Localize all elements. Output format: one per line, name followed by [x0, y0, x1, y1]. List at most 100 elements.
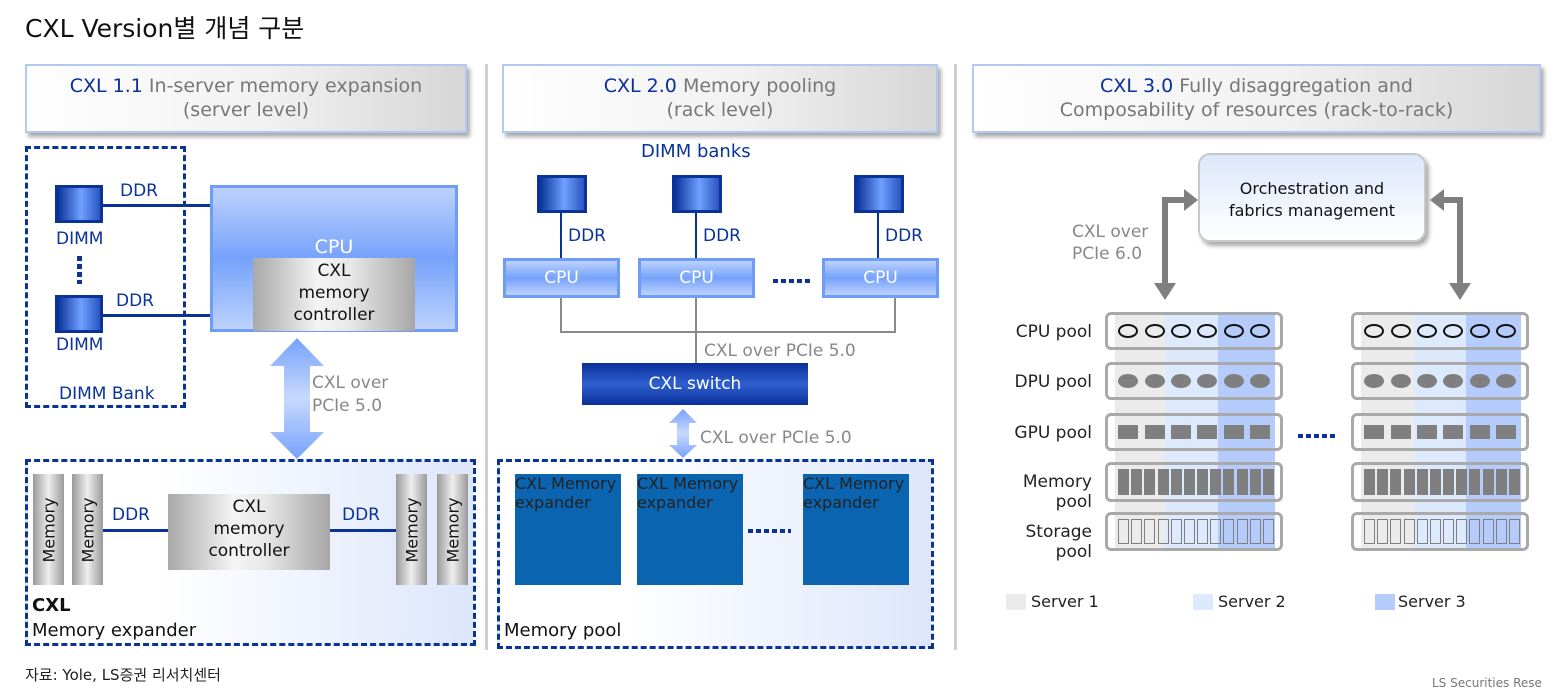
- legend-label: Server 1: [1031, 592, 1099, 611]
- gpu-unit-icon: [1495, 425, 1516, 439]
- ellipsis-dots: [773, 279, 813, 283]
- link-label: CXL over PCIe 5.0: [700, 428, 852, 448]
- ellipsis-dots: [1298, 434, 1337, 438]
- expander-label: CXL Memory expander: [637, 474, 739, 512]
- cpu-unit-icon: [1469, 324, 1490, 338]
- connector-line: [560, 331, 896, 333]
- cpu-unit-icon: [1144, 324, 1165, 338]
- expander-subtitle: Memory expander: [32, 620, 197, 641]
- gpu-unit-icon: [1118, 425, 1139, 439]
- dimm-icon: [672, 175, 722, 213]
- header-sub: Composability of resources (rack-to-rack…: [1059, 99, 1454, 121]
- pool-label: DPU pool: [1014, 372, 1092, 392]
- connector-line: [894, 298, 896, 332]
- storage-unit-icon: [1118, 519, 1130, 544]
- header-sub: (server level): [182, 99, 310, 121]
- ddr-label: DDR: [885, 226, 923, 246]
- cpu-unit-icon: [1118, 324, 1139, 338]
- panel2-header: CXL 2.0 Memory pooling (rack level): [502, 64, 938, 133]
- storage-unit-icon: [1170, 519, 1182, 544]
- dimm-banks-label: DIMM banks: [641, 141, 751, 162]
- ddr-label: DDR: [120, 181, 158, 201]
- dpu-unit-icon: [1390, 374, 1411, 388]
- memory-unit-icon: [1508, 469, 1520, 495]
- brand-footer: LS Securities Rese: [1432, 676, 1542, 690]
- storage-unit-icon: [1262, 519, 1274, 544]
- ddr-line: [103, 204, 211, 207]
- bidirectional-arrow-icon: [270, 338, 324, 459]
- storage-unit-icon: [1456, 519, 1468, 544]
- cpu-box: CPU: [503, 258, 620, 298]
- memory-pool-label: Memory pool: [504, 620, 622, 641]
- gpu-unit-icon: [1416, 425, 1437, 439]
- storage-unit-icon: [1157, 519, 1169, 544]
- pool-rack: [1105, 413, 1283, 451]
- expander-title: CXL: [32, 595, 71, 616]
- dpu-unit-icon: [1443, 374, 1464, 388]
- source-note: 자료: Yole, LS증권 리서치센터: [25, 666, 221, 684]
- gpu-unit-icon: [1364, 425, 1385, 439]
- link-label: CXL over PCIe 5.0: [704, 341, 856, 361]
- pool-rack: [1351, 312, 1529, 350]
- cxl-switch: CXL switch: [582, 363, 808, 405]
- ddr-line: [695, 212, 697, 258]
- pool-rack: [1105, 462, 1283, 502]
- ctrl-line: memory: [298, 283, 370, 303]
- cpu-label: CPU: [863, 268, 898, 288]
- memory-module: Memory: [33, 474, 64, 585]
- storage-unit-icon: [1403, 519, 1415, 544]
- connector-line: [560, 298, 562, 332]
- memory-unit-icon: [1495, 469, 1507, 495]
- memory-unit-icon: [1131, 469, 1143, 495]
- version-label: CXL 3.0: [1100, 75, 1174, 97]
- orch-line: Orchestration and: [1239, 179, 1385, 198]
- dimm-icon: [854, 175, 904, 213]
- pool-rack: [1351, 462, 1529, 502]
- legend-label: Server 3: [1398, 592, 1466, 611]
- memory-unit-icon: [1456, 469, 1468, 495]
- memory-unit-icon: [1429, 469, 1441, 495]
- memory-unit-icon: [1416, 469, 1428, 495]
- ddr-label: DDR: [703, 226, 741, 246]
- memory-unit-icon: [1390, 469, 1402, 495]
- storage-unit-icon: [1508, 519, 1520, 544]
- memory-unit-icon: [1170, 469, 1182, 495]
- expander-label: CXL Memory expander: [515, 474, 617, 512]
- cpu-label: CPU: [544, 268, 579, 288]
- cpu-box: CPU: [638, 258, 755, 298]
- cpu-box: CPU: [822, 258, 939, 298]
- header-text: Fully disaggregation and: [1179, 75, 1413, 97]
- header-text: In-server memory expansion: [148, 75, 423, 97]
- switch-label: CXL switch: [648, 374, 742, 394]
- pool-label: Memory pool: [1022, 472, 1092, 512]
- memory-unit-icon: [1262, 469, 1274, 495]
- dimm-icon: [55, 185, 103, 223]
- page-title: CXL Version별 개념 구분: [25, 14, 305, 43]
- memory-unit-icon: [1144, 469, 1156, 495]
- cpu-unit-icon: [1197, 324, 1218, 338]
- memory-module: Memory: [396, 474, 427, 585]
- ellipsis-dots: [77, 256, 82, 284]
- memory-module: Memory: [72, 474, 103, 585]
- divider: [485, 64, 488, 650]
- gpu-unit-icon: [1170, 425, 1191, 439]
- dpu-unit-icon: [1416, 374, 1437, 388]
- storage-unit-icon: [1443, 519, 1455, 544]
- cpu-unit-icon: [1249, 324, 1270, 338]
- pool-rack: [1351, 362, 1529, 400]
- dpu-unit-icon: [1249, 374, 1270, 388]
- panel3-header: CXL 3.0 Fully disaggregation and Composa…: [972, 64, 1541, 133]
- memory-unit-icon: [1197, 469, 1209, 495]
- legend-swatch-server3: [1375, 594, 1395, 610]
- memory-label: Memory: [443, 496, 462, 563]
- storage-unit-icon: [1144, 519, 1156, 544]
- expander-label: CXL Memory expander: [803, 474, 905, 512]
- gpu-unit-icon: [1249, 425, 1270, 439]
- storage-unit-icon: [1377, 519, 1389, 544]
- memory-module: Memory: [437, 474, 468, 585]
- version-label: CXL 2.0: [603, 75, 677, 97]
- pool-rack: [1105, 312, 1283, 350]
- pool-rack: [1105, 512, 1283, 551]
- memory-unit-icon: [1482, 469, 1494, 495]
